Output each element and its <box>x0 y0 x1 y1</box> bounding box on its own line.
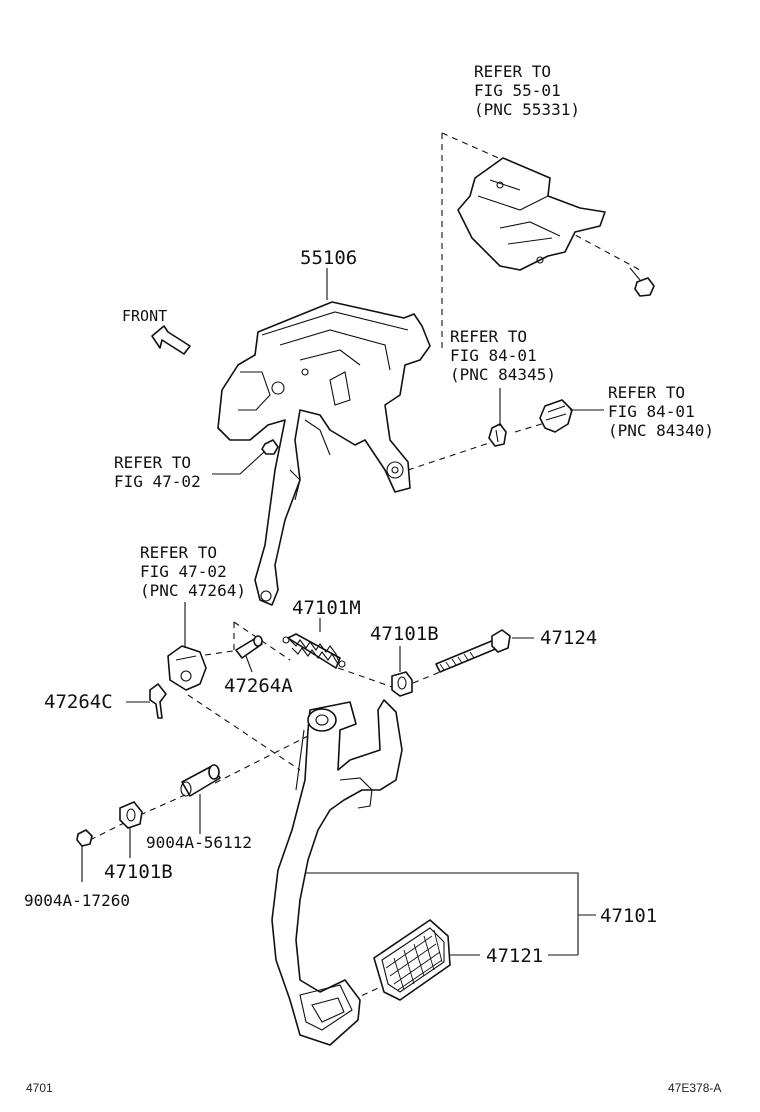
nut-9004A-17260 <box>76 829 93 847</box>
pedal-pad-47121 <box>373 919 451 1001</box>
front-direction-arrow-icon <box>151 325 191 355</box>
label-47264A: 47264A <box>224 675 293 697</box>
label-9004A-56112: 9004A-56112 <box>146 833 252 852</box>
footer-left-code: 4701 <box>26 1081 53 1095</box>
clip-47264C <box>149 683 167 719</box>
label-55106: 55106 <box>300 247 357 269</box>
label-47101: 47101 <box>600 905 657 927</box>
bracket-nut <box>261 439 279 455</box>
ref-fig-55-01-line2: FIG 55-01 <box>474 81 561 100</box>
label-47101B-upper: 47101B <box>370 623 439 645</box>
ref-47264-line3: (PNC 47264) <box>140 581 246 600</box>
label-front: FRONT <box>122 307 167 325</box>
bolt-47124 <box>435 629 511 673</box>
bushing-47101B-upper <box>391 671 413 697</box>
bushing-47101B-lower <box>119 801 143 829</box>
ref-84345-line3: (PNC 84345) <box>450 365 556 384</box>
ref-84345-line1: REFER TO <box>450 327 527 346</box>
switch-clip-84345 <box>488 423 507 447</box>
label-47101B-lower: 47101B <box>104 861 173 883</box>
footer-right-code: 47E378-A <box>668 1081 721 1095</box>
ref-47-02-line2: FIG 47-02 <box>114 472 201 491</box>
label-47121: 47121 <box>486 945 543 967</box>
label-47124: 47124 <box>540 627 597 649</box>
brake-pedal-arm-47101 <box>271 699 403 1046</box>
part-labels: REFER TO FIG 55-01 (PNC 55331) 55106 FRO… <box>24 62 714 967</box>
bracket-bolt <box>629 267 655 297</box>
ref-84345-line2: FIG 84-01 <box>450 346 537 365</box>
ref-47264-line2: FIG 47-02 <box>140 562 227 581</box>
return-spring-47101M <box>282 633 346 669</box>
ref-fig-55-01-line3: (PNC 55331) <box>474 100 580 119</box>
label-47264C: 47264C <box>44 691 113 713</box>
ref-47264-line1: REFER TO <box>140 543 217 562</box>
footer: 4701 47E378-A <box>26 1081 721 1095</box>
leader-lines <box>81 268 604 956</box>
pedal-support-bracket-55106 <box>217 301 431 606</box>
collar-9004A-56112 <box>180 764 221 797</box>
push-rod-clevis-47264 <box>167 645 207 691</box>
label-47101M: 47101M <box>292 597 361 619</box>
ref-47-02-line1: REFER TO <box>114 453 191 472</box>
stop-lamp-switch-84340 <box>539 399 573 433</box>
pin-47264A <box>235 635 263 659</box>
ref-84340-line2: FIG 84-01 <box>608 402 695 421</box>
ref-84340-line3: (PNC 84340) <box>608 421 714 440</box>
label-9004A-17260: 9004A-17260 <box>24 891 130 910</box>
upper-support-bracket <box>457 157 606 271</box>
ref-84340-line1: REFER TO <box>608 383 685 402</box>
ref-fig-55-01-line1: REFER TO <box>474 62 551 81</box>
